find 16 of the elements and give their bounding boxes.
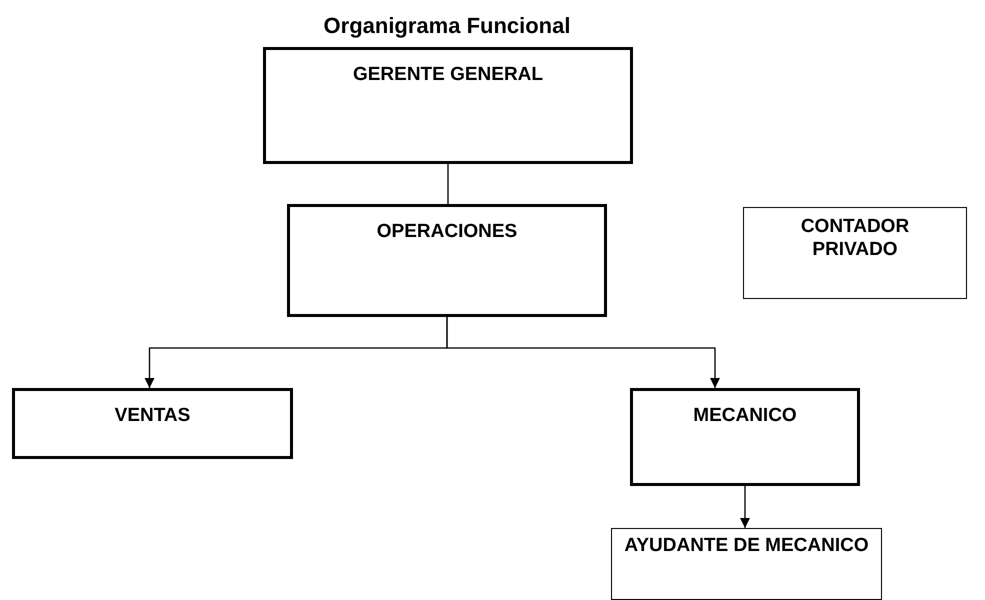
box-label: MECANICO (693, 405, 797, 428)
connector-line (447, 164, 449, 204)
org-box (12, 388, 293, 459)
org-box (630, 388, 860, 486)
box-label: CONTADOR PRIVADO (800, 216, 910, 262)
diagram-title: Organigrama Funcional (322, 12, 572, 40)
org-box (263, 47, 633, 164)
arrow (446, 317, 720, 388)
box-label: OPERACIONES (376, 221, 518, 244)
box-label: VENTAS (114, 405, 190, 428)
org-box (743, 207, 967, 299)
box-label: AYUDANTE DE MECANICO (624, 535, 869, 558)
org-box (611, 528, 882, 600)
org-box (287, 204, 607, 317)
arrow (740, 486, 750, 528)
box-label: GERENTE GENERAL (352, 64, 544, 87)
